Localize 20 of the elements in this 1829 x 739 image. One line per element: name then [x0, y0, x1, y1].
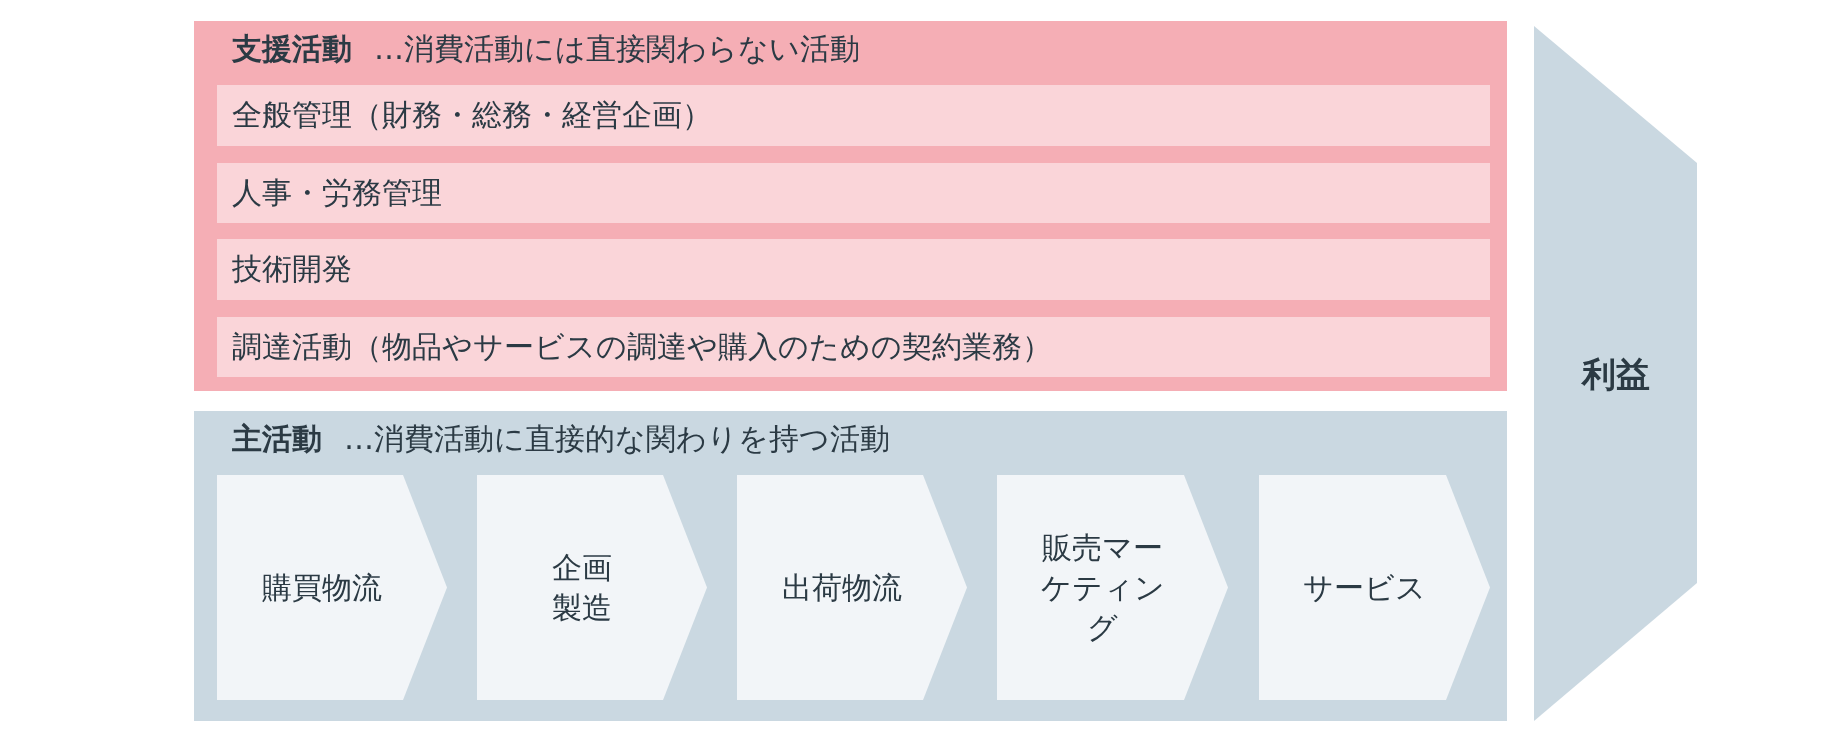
activity-label: 調達活動（物品やサービスの調達や購入のための契約業務）: [232, 329, 1052, 365]
activity-label: 企画製造: [551, 548, 613, 627]
activity-label: 購買物流: [261, 568, 383, 607]
activity-label: 全般管理（財務・総務・経営企画）: [232, 97, 712, 133]
section-description: …消費活動に直接的な関わりを持つ活動: [344, 421, 890, 457]
profit-label: 利益: [1580, 353, 1651, 394]
section-band: [194, 21, 1507, 391]
activity-label: 販売マーケティング: [1040, 528, 1165, 647]
activity-label: 人事・労務管理: [232, 175, 442, 211]
section-description: …消費活動には直接関わらない活動: [374, 31, 860, 67]
activity-bar: [217, 163, 1490, 223]
activity-label: 出荷物流: [781, 568, 903, 607]
activity-bar: [217, 85, 1490, 146]
activity-label: 技術開発: [232, 251, 352, 287]
activity-bar: [217, 317, 1490, 377]
activity-label: サービス: [1302, 568, 1427, 607]
section-band: [194, 411, 1507, 721]
activity-bar: [217, 239, 1490, 300]
section-heading: 支援活動: [232, 31, 352, 67]
section-heading: 主活動: [232, 421, 322, 457]
